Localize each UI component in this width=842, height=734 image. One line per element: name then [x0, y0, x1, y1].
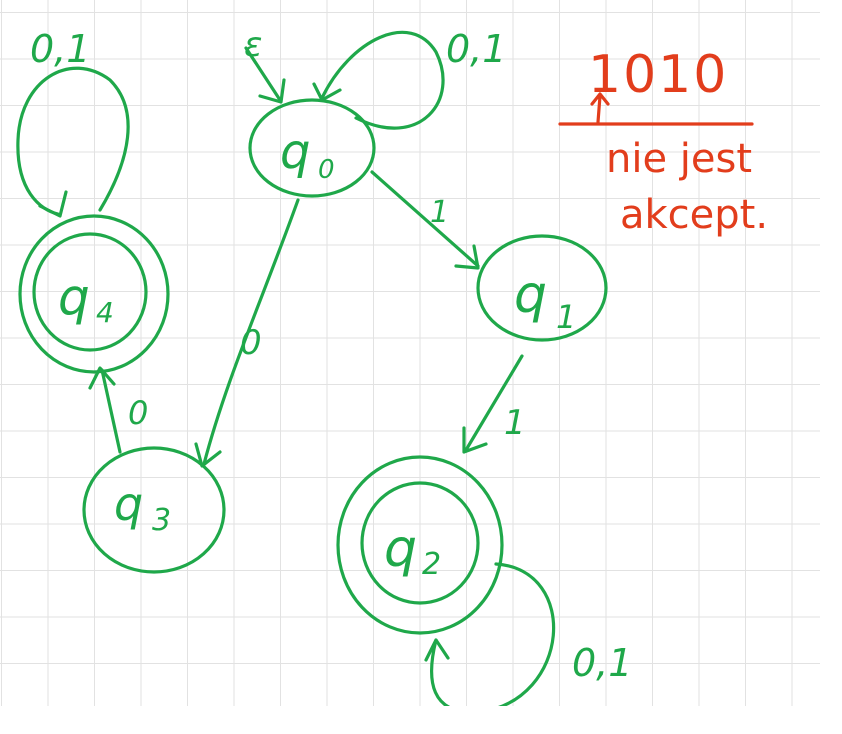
transition-q3-q4: 0	[88, 366, 148, 454]
state-q1-circle	[476, 234, 608, 342]
loop-q2	[430, 562, 556, 714]
loop-q0-arrowhead	[312, 82, 342, 102]
state-q4: q 4	[18, 214, 170, 374]
state-q4-subscript: 4	[96, 296, 114, 329]
annotation: 1010 nie jest akcept.	[558, 45, 768, 238]
state-q1: q 1	[476, 234, 608, 342]
edge-q0-q3-label: 0	[240, 323, 262, 363]
state-q2-subscript: 2	[422, 547, 441, 582]
start-label: ε	[244, 25, 262, 65]
state-q0-circle	[248, 98, 376, 198]
state-q3: q 3	[82, 446, 226, 574]
edge-q1-q2-label: 1	[504, 403, 526, 443]
state-q3-label: q	[114, 477, 143, 531]
edge-q0-q3-arrowhead	[194, 442, 222, 468]
edge-q3-q4-label: 0	[128, 394, 148, 432]
state-q0-subscript: 0	[318, 155, 335, 185]
state-q2-inner-circle	[360, 481, 480, 605]
state-q3-circle	[82, 446, 226, 574]
edge-q0-q1-label: 1	[430, 195, 449, 230]
transition-q4-q4: 0,1	[16, 27, 130, 218]
loop-q2-arrowhead	[424, 638, 450, 662]
state-q0: q 0	[248, 98, 376, 198]
edge-q1-q2-arrowhead	[462, 426, 488, 454]
canvas-margin-bottom	[0, 706, 842, 734]
state-q4-outer-circle	[18, 214, 170, 374]
start-arrowhead	[258, 78, 286, 104]
start-arrow	[244, 46, 282, 102]
annotation-input-word: 1010	[588, 45, 728, 105]
transition-q0-q0: 0,1	[312, 27, 506, 130]
loop-q0	[320, 30, 445, 130]
state-q2: q 2	[336, 455, 504, 635]
loop-q4-arrowhead	[38, 190, 68, 218]
edge-q3-q4	[100, 368, 122, 454]
annotation-verdict-line1: nie jest	[606, 136, 752, 182]
transition-q0-q1: 1	[370, 170, 480, 270]
loop-q4-label: 0,1	[30, 27, 90, 71]
edge-q1-q2	[464, 354, 524, 452]
edge-q0-q1-arrowhead	[454, 244, 480, 270]
state-q1-label: q	[514, 265, 547, 325]
annotation-pointer-arrow	[590, 92, 610, 124]
canvas-margin-right	[820, 0, 842, 734]
annotation-verdict-line2: akcept.	[620, 192, 768, 238]
transition-q0-q3: 0	[194, 198, 300, 468]
state-q4-label: q	[58, 268, 90, 326]
state-q2-label: q	[384, 519, 417, 579]
state-q3-subscript: 3	[152, 503, 171, 538]
transition-q1-q2: 1	[462, 354, 526, 454]
loop-q4	[16, 66, 130, 216]
loop-q0-label: 0,1	[446, 27, 506, 71]
state-q2-outer-circle	[336, 455, 504, 635]
edge-q0-q1	[370, 170, 480, 268]
edge-q0-q3	[202, 198, 300, 466]
transition-start-q0: ε	[244, 25, 286, 104]
state-q0-label: q	[280, 124, 310, 180]
loop-q2-label: 0,1	[572, 641, 632, 685]
edge-q3-q4-arrowhead	[88, 366, 116, 390]
transition-q2-q2: 0,1	[424, 562, 632, 714]
state-q4-inner-circle	[32, 232, 148, 352]
state-q1-subscript: 1	[556, 298, 576, 336]
